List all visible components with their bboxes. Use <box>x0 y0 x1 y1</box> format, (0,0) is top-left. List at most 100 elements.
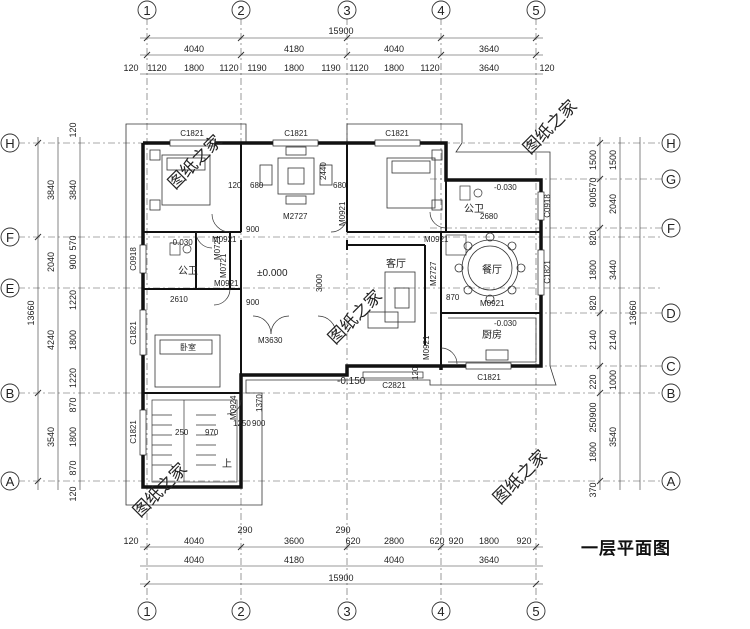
dim-bottom-detail: 3600 <box>284 536 304 546</box>
dim-right-detail: 1500 <box>588 150 598 170</box>
axis-label-3: 3 <box>343 3 350 18</box>
inner-dim: 2680 <box>480 212 498 221</box>
dim-left-detail: 870 <box>68 397 78 412</box>
drawing-title: 一层平面图 <box>581 539 671 559</box>
dim-top-detail: 1190 <box>247 63 266 73</box>
door-label: M0921 <box>338 201 347 226</box>
inner-dimensions: 680 680 2440 120 2680 3000 2610 250 970 … <box>170 162 498 437</box>
window-label: C1821 <box>543 260 552 284</box>
dim-right-span: 2140 <box>608 330 618 350</box>
inner-dim: 900 <box>252 419 266 428</box>
stair <box>151 399 238 483</box>
dim-bottom-span: 4040 <box>184 555 204 565</box>
top-dimensions: 15900 4040 4180 4040 3640 120 1120 1800 … <box>123 26 554 73</box>
door-swings <box>195 211 458 415</box>
inner-dim: 900 <box>246 225 260 234</box>
axis-label-B: B <box>6 386 15 401</box>
door-label: M2727 <box>429 261 438 286</box>
dim-bottom-span: 4180 <box>284 555 304 565</box>
door-label: M0921 <box>214 279 239 288</box>
window-label: C1821 <box>129 321 138 345</box>
dim-top-detail: 1190 <box>321 63 340 73</box>
level-wc-2: -0.030 <box>170 238 193 247</box>
inner-dim: 900 <box>246 298 260 307</box>
axis-label-B-right: B <box>667 386 676 401</box>
dim-left-detail: 1220 <box>68 290 78 310</box>
room-wc-lower: 公卫 <box>178 266 198 277</box>
dim-bottom-detail: 290 <box>335 525 350 535</box>
door-label: M0921 <box>212 235 237 244</box>
window-label: C0918 <box>129 247 138 271</box>
dim-right-span: 1500 <box>608 150 618 170</box>
bed-label: 卧室 <box>180 342 196 352</box>
dim-left-span: 3840 <box>46 180 56 200</box>
door-label: M3630 <box>258 336 283 345</box>
dim-right-span: 2040 <box>608 194 618 214</box>
dim-top-detail: 3640 <box>479 63 499 73</box>
axis-label-1: 1 <box>143 3 150 18</box>
dim-right-total: 13660 <box>628 300 638 325</box>
dim-top-detail: 120 <box>123 63 138 73</box>
dim-bottom-detail: 620 <box>345 536 360 546</box>
axis-label-C-right: C <box>666 359 675 374</box>
door-label: M0721 <box>219 253 228 278</box>
dim-bottom-total: 15900 <box>328 573 353 583</box>
axis-label-4: 4 <box>437 3 444 18</box>
inner-dim: 870 <box>446 293 460 302</box>
dim-top-detail: 1120 <box>219 63 238 73</box>
window-label: C2821 <box>382 381 406 390</box>
dim-bottom-detail: 120 <box>123 536 138 546</box>
inner-dim: 970 <box>205 428 219 437</box>
dim-right-detail: 2140 <box>588 330 598 350</box>
inner-dim: 120 <box>228 181 242 190</box>
watermark: 图纸之家 <box>489 446 551 508</box>
room-dining: 餐厅 <box>482 263 502 276</box>
axis-label-F: F <box>6 230 14 245</box>
room-kitchen: 厨房 <box>482 328 502 341</box>
inner-dim: 3000 <box>315 274 324 292</box>
dim-top-span: 4040 <box>384 44 404 54</box>
axis-grid <box>18 18 662 604</box>
dim-right-span: 3540 <box>608 427 618 447</box>
axis-label-G-right: G <box>666 172 676 187</box>
watermark: 图纸之家 <box>519 96 581 158</box>
dim-right-detail: 900 <box>588 402 598 417</box>
inner-dim: 1370 <box>255 394 264 412</box>
window-marks <box>139 139 545 456</box>
dim-left-detail: 570 <box>68 235 78 250</box>
dim-top-detail: 1800 <box>384 63 404 73</box>
dim-left-detail: 2040 <box>46 252 56 272</box>
dim-top-detail: 1120 <box>420 63 439 73</box>
dim-right-detail: 820 <box>588 295 598 310</box>
axis-label-A: A <box>6 474 15 489</box>
dim-left-detail: 1220 <box>68 368 78 388</box>
dim-bottom-span: 3640 <box>479 555 499 565</box>
left-dimensions: 13660 3840 4240 3540 120 3840 570 900 20… <box>26 122 78 501</box>
dim-top-span: 4180 <box>284 44 304 54</box>
window-label: C0918 <box>543 194 552 218</box>
dim-left-detail: 1800 <box>68 330 78 350</box>
dim-right-detail: 1800 <box>588 442 598 462</box>
inner-dim: 2440 <box>319 162 328 180</box>
dim-left-total: 13660 <box>26 300 36 325</box>
inner-dim: 680 <box>250 181 264 190</box>
door-label: M0721 <box>213 235 222 260</box>
toilet-fixtures <box>169 185 483 256</box>
axis-label-4-bottom: 4 <box>437 604 444 619</box>
axis-label-E: E <box>6 281 15 296</box>
window-label: C1821 <box>284 129 308 138</box>
inner-dim: 120 <box>411 366 420 380</box>
watermark: 图纸之家 <box>129 459 191 521</box>
window-label: C1821 <box>385 129 409 138</box>
dim-bottom-detail: 4040 <box>184 536 204 546</box>
sofa-set <box>367 271 416 329</box>
dim-top-detail: 1800 <box>184 63 204 73</box>
level-kitchen: -0.030 <box>494 319 517 328</box>
dim-bottom-detail: 920 <box>448 536 463 546</box>
axis-label-H: H <box>5 136 14 151</box>
dim-right-detail: 900 <box>588 192 598 207</box>
level-wc: -0.030 <box>494 183 517 192</box>
dim-right-span: 1000 <box>608 370 618 390</box>
watermarks: 图纸之家 图纸之家 图纸之家 图纸之家 图纸之家 <box>129 96 581 521</box>
door-label: M0921 <box>480 299 505 308</box>
